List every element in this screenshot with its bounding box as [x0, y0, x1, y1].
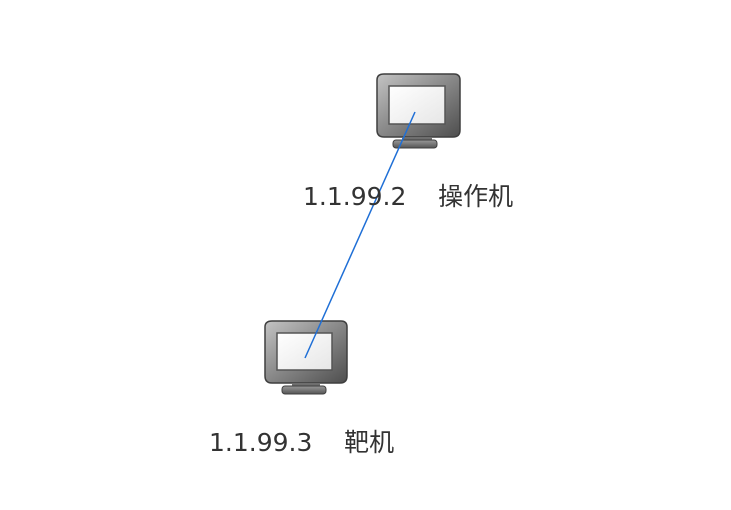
target-computer-icon	[264, 320, 348, 395]
network-link	[304, 111, 416, 359]
operator-computer-icon	[376, 73, 461, 149]
target-node-label: 1.1.99.3 靶机	[209, 428, 395, 457]
operator-node-label: 1.1.99.2 操作机	[303, 182, 514, 211]
